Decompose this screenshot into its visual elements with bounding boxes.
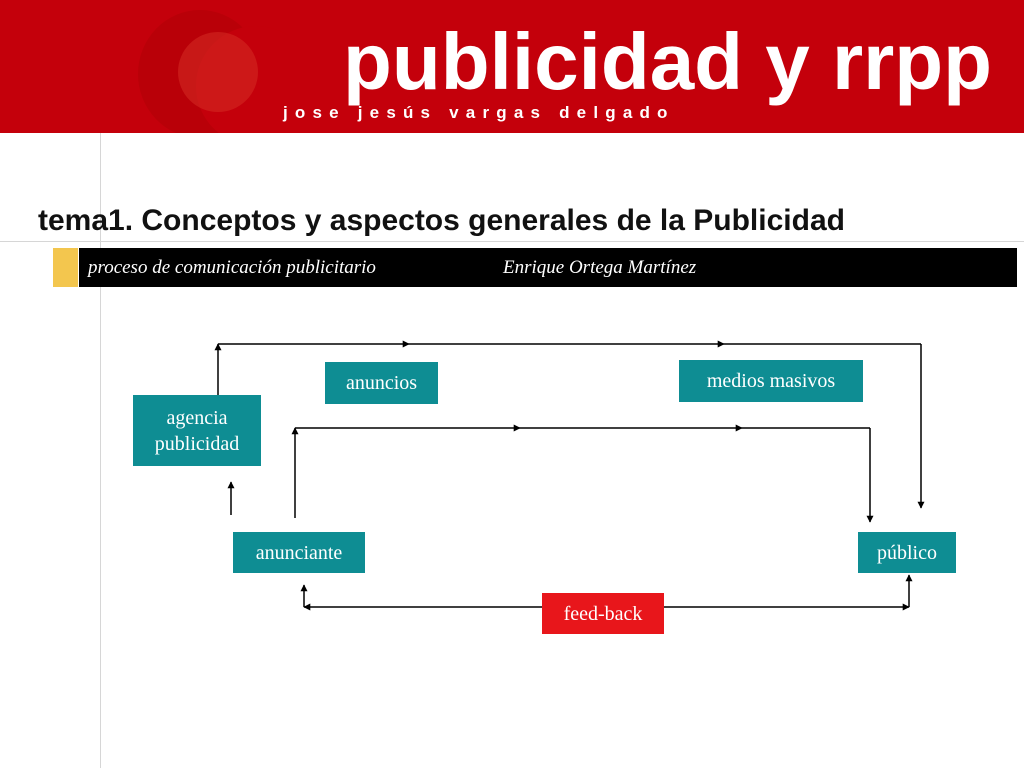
logo-mark bbox=[138, 10, 288, 133]
brand-subtitle: jose jesús vargas delgado bbox=[283, 103, 675, 122]
node-agencia-publicidad: agencia publicidad bbox=[133, 395, 261, 466]
author-label: Enrique Ortega Martínez bbox=[503, 257, 697, 278]
node-publico: público bbox=[858, 532, 956, 573]
slide-title: tema1. Conceptos y aspectos generales de… bbox=[38, 204, 845, 237]
node-anuncios: anuncios bbox=[325, 362, 438, 404]
brand-title: publicidad y rrpp bbox=[343, 17, 992, 106]
node-feed-back: feed-back bbox=[542, 593, 664, 634]
decorative-vertical-line bbox=[100, 133, 101, 768]
node-anunciante: anunciante bbox=[233, 532, 365, 573]
subtitle-bar: proceso de comunicación publicitario Enr… bbox=[79, 248, 1017, 287]
header-banner: publicidad y rrpp jose jesús vargas delg… bbox=[0, 0, 1024, 133]
accent-square bbox=[53, 248, 78, 287]
topic-label: proceso de comunicación publicitario bbox=[88, 257, 376, 278]
node-medios-masivos: medios masivos bbox=[679, 360, 863, 402]
decorative-horizontal-line bbox=[0, 241, 1024, 242]
